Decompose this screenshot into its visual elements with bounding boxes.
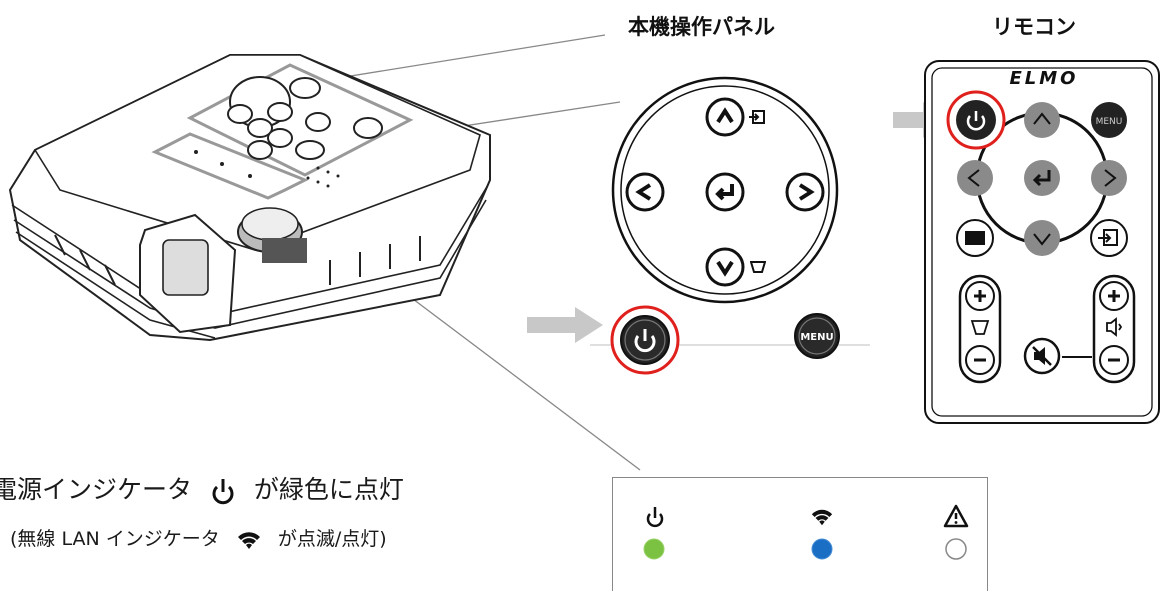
up-button[interactable]	[705, 97, 745, 137]
remote-power-button[interactable]	[945, 89, 1007, 151]
warning-led	[945, 538, 967, 560]
wifi-led	[811, 538, 833, 560]
remote-enter-button[interactable]	[1022, 158, 1062, 198]
power-led	[643, 538, 665, 560]
remote-left-button[interactable]	[955, 158, 995, 198]
panel-power-button[interactable]	[608, 303, 682, 377]
input-switch-icon	[749, 110, 765, 124]
remote-menu-label: MENU	[1096, 117, 1123, 127]
power-indicator-caption: 電源インジケータ が緑色に点灯	[0, 470, 404, 506]
caption-sub-after: が点滅/点灯)	[277, 528, 387, 550]
remote-right-button[interactable]	[1089, 158, 1129, 198]
enter-button[interactable]	[705, 172, 745, 212]
panel-menu-label: MENU	[800, 332, 833, 343]
wifi-indicator-caption: (無線 LAN インジケータ が点滅/点灯)	[10, 524, 387, 551]
remote-input-button[interactable]	[1089, 218, 1129, 258]
remote-screen-button[interactable]	[955, 218, 995, 258]
remote-mute-button[interactable]	[1022, 336, 1062, 376]
power-icon	[212, 479, 234, 505]
keystone-icon	[750, 261, 766, 273]
remote-down-button[interactable]	[1022, 218, 1062, 258]
left-button[interactable]	[625, 172, 665, 212]
down-button[interactable]	[705, 247, 745, 287]
wifi-indicator-icon	[811, 509, 833, 526]
projector-illustration	[8, 54, 491, 342]
indicator-panel	[612, 477, 988, 591]
remote-brand-logo: ELMO	[1009, 68, 1079, 89]
remote-mute-connector	[1062, 356, 1092, 358]
warning-icon	[943, 504, 969, 528]
panel-power-arrow	[527, 307, 603, 343]
panel-heading: 本機操作パネル	[628, 15, 775, 39]
caption-main-after: が緑色に点灯	[253, 475, 404, 504]
remote-heading: リモコン	[992, 15, 1076, 39]
operation-panel: MENU	[540, 60, 880, 380]
remote-control: ELMO MENU	[922, 58, 1162, 428]
panel-menu-button[interactable]: MENU	[792, 311, 842, 361]
wifi-icon	[237, 531, 260, 549]
remote-up-button[interactable]	[1022, 100, 1062, 140]
right-button[interactable]	[785, 172, 825, 212]
remote-volume-rocker[interactable]	[1092, 274, 1136, 384]
remote-keystone-rocker[interactable]	[958, 274, 1002, 384]
caption-sub-before: (無線 LAN インジケータ	[10, 528, 220, 550]
power-indicator-icon	[646, 507, 664, 528]
remote-menu-button[interactable]: MENU	[1089, 100, 1129, 140]
caption-main-before: 電源インジケータ	[0, 475, 193, 504]
